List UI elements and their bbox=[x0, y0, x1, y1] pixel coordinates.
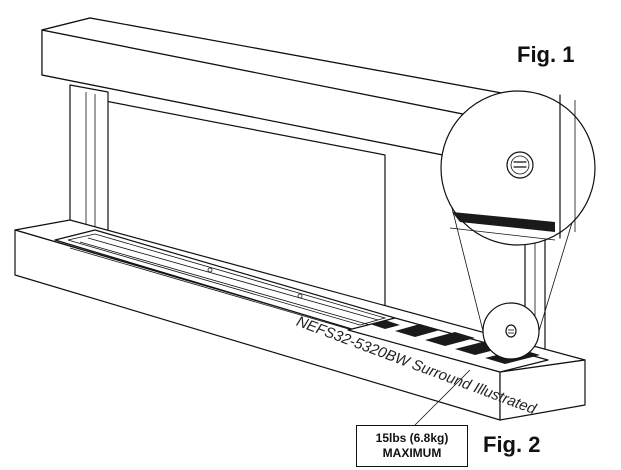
weight-limit-value: 15lbs (6.8kg) bbox=[375, 431, 449, 445]
fig2-label: Fig. 2 bbox=[483, 432, 541, 457]
weight-limit-box: 15lbs (6.8kg) MAXIMUM bbox=[356, 425, 468, 467]
weight-leader-line bbox=[414, 369, 471, 426]
fig1-zoom-circle bbox=[440, 90, 596, 246]
small-callout-circle bbox=[482, 302, 540, 360]
callout-line-left bbox=[449, 199, 484, 332]
top-mantle bbox=[41, 17, 541, 161]
fig1-label: Fig. 1 bbox=[517, 42, 575, 67]
weight-limit-maximum: MAXIMUM bbox=[382, 446, 442, 460]
